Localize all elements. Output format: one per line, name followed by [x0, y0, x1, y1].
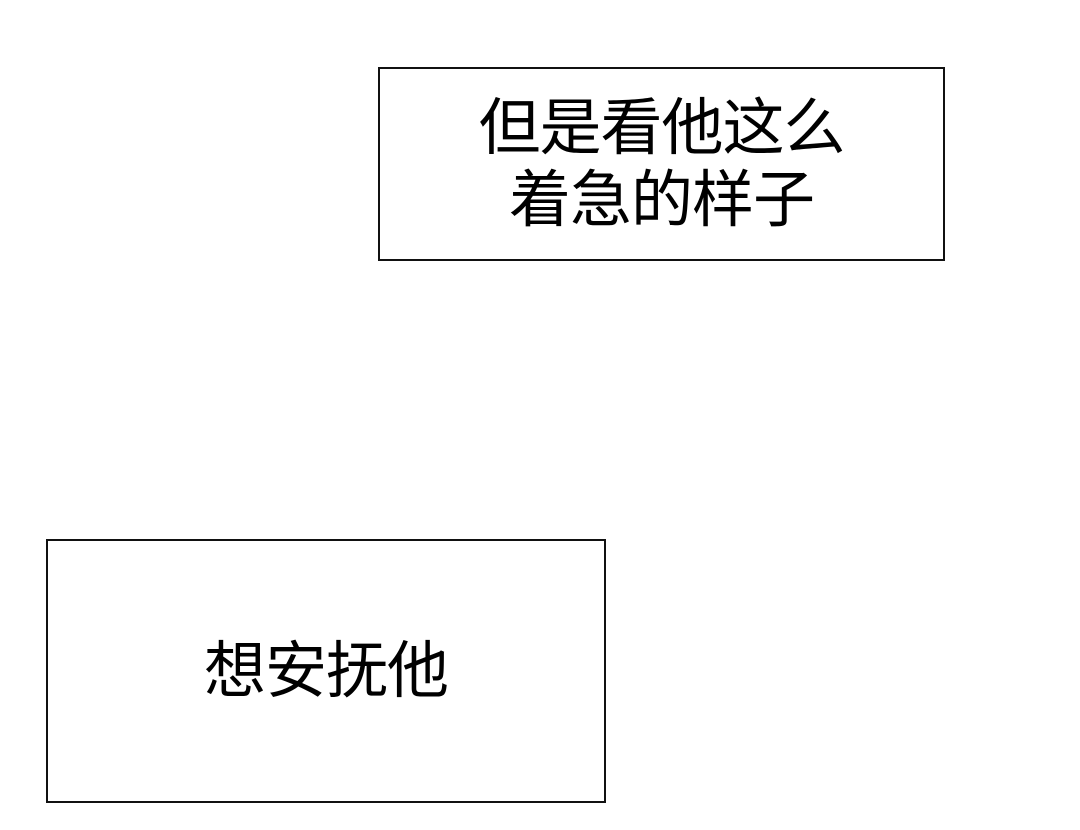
caption-line: 但是看他这么 [478, 91, 845, 164]
caption-text-bottom: 想安抚他 [203, 634, 449, 707]
caption-box-top: 但是看他这么 着急的样子 [378, 67, 945, 261]
caption-line: 着急的样子 [508, 163, 815, 236]
caption-line: 想安抚他 [203, 634, 449, 707]
caption-text-top: 但是看他这么 着急的样子 [478, 91, 845, 236]
caption-box-bottom: 想安抚他 [46, 539, 606, 803]
